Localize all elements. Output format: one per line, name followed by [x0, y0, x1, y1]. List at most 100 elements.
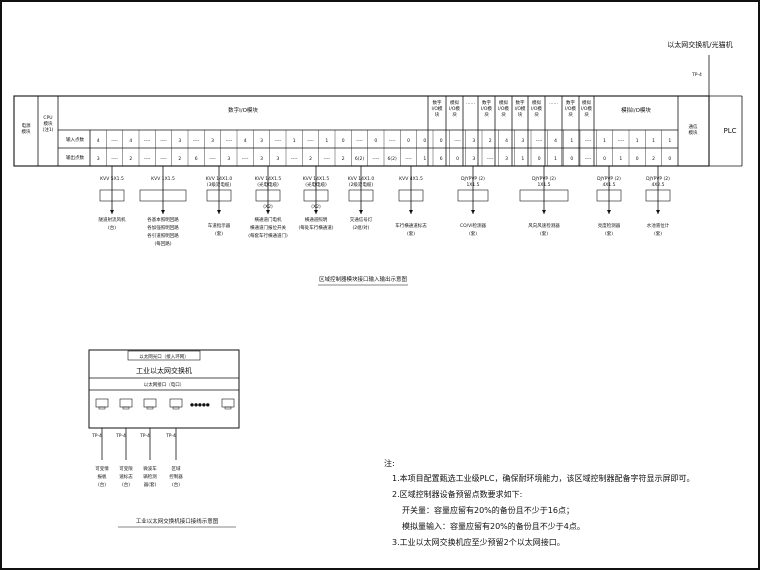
cable-arrow — [656, 210, 660, 214]
ethernet-port-tab — [122, 406, 130, 410]
switch-cable-label: TP-4 — [91, 433, 102, 439]
ethernet-port — [169, 398, 183, 408]
uplink-cable-label: TP-4 — [691, 72, 702, 78]
output-count-cell: ---- — [160, 157, 167, 162]
output-count-cell: 6 — [195, 156, 198, 162]
input-count-cell: 4 — [129, 138, 132, 144]
switch-device-label: 可变情报板(台) — [95, 465, 109, 488]
cable-spec-label: KVV 14X1.5(光电电缆) — [255, 176, 282, 188]
note-line-5: 3.工业以太网交换机应至少预留2个以太网接口。 — [392, 538, 565, 547]
ethernet-port — [95, 398, 109, 408]
field-device-label: CO/VI检测器(套) — [460, 222, 487, 237]
cable-spec-label: KVV 14X1.0(2级双电缆) — [348, 176, 375, 188]
input-count-cell: 1 — [603, 138, 606, 144]
cable-bundle-oval — [303, 189, 329, 202]
module-header: …… — [466, 101, 475, 106]
output-count-cell: 6 — [440, 156, 443, 162]
input-count-cell: 3 — [260, 138, 263, 144]
input-count-cell: 0 — [342, 138, 345, 144]
output-count-cell: ---- — [324, 157, 331, 162]
input-count-cell: 0 — [440, 138, 443, 144]
input-count-cell: ---- — [226, 139, 233, 144]
input-count-cell: 1 — [668, 138, 671, 144]
field-device-label: 风向风速检测器(套) — [528, 222, 560, 237]
cable-bundle-oval — [99, 189, 125, 202]
row-label-output: 输出点数 — [66, 154, 84, 161]
ethernet-port-tab — [224, 406, 232, 410]
output-count-cell: 2 — [309, 156, 312, 162]
cable-spec-label: DJYPVP (2)1X1.5 — [532, 176, 556, 188]
cable-spec-label: KVV 1X1.5 — [151, 176, 175, 182]
input-count-cell: 4 — [505, 138, 508, 144]
output-count-cell: 3 — [97, 156, 100, 162]
output-count-cell: ---- — [585, 157, 592, 162]
switch-diagram: 以太网光口（接入环网）工业以太网交换机以太网接口（电口）●●●●●TP-4可变情… — [88, 349, 240, 528]
output-count-cell: 2 — [129, 156, 132, 162]
note-line-2: 2.区域控制器设备预留点数要求如下: — [392, 490, 523, 499]
ethernet-port — [143, 398, 157, 408]
output-count-cell: 3 — [227, 156, 230, 162]
cable-bundle-oval — [519, 189, 569, 202]
field-device-label: 各基本照明回路各加强照明回路各引道照明回路(每回路) — [147, 216, 179, 247]
cable-spec-label: DJYPVP (2)4X2.5 — [646, 176, 670, 188]
switch-cable-label: TP-4 — [115, 433, 126, 439]
input-count-cell: 3 — [211, 138, 214, 144]
cable-arrow — [110, 210, 114, 214]
input-count-cell: 3 — [472, 138, 475, 144]
input-count-cell: ---- — [193, 139, 200, 144]
output-count-cell: ---- — [144, 157, 151, 162]
note-line-4: 模拟量输入：容量应留有20%的备份且不少于4点。 — [402, 522, 585, 531]
diagram1-title: 区域控制器模块接口输入输出示意图 — [319, 275, 408, 283]
output-count-cell: 3 — [505, 156, 508, 162]
input-count-cell: 4 — [97, 138, 100, 144]
ethernet-port-tab — [172, 406, 180, 410]
cable-arrow — [471, 210, 475, 214]
input-count-cell: ---- — [356, 139, 363, 144]
multiplier-label: (X2) — [311, 204, 321, 210]
output-count-cell: 2 — [652, 156, 655, 162]
input-count-cell: ---- — [275, 139, 282, 144]
output-count-cell: 0 — [636, 156, 639, 162]
cable-spec-label: KVV 14X1.5(光电电缆) — [303, 176, 330, 188]
cable-bundle-oval — [596, 189, 622, 202]
output-count-cell: 1 — [423, 156, 426, 162]
input-count-cell: 1 — [325, 138, 328, 144]
input-count-cell: ---- — [111, 139, 118, 144]
cable-spec-label: DJYPVP (2)4X1.5 — [597, 176, 621, 188]
cable-arrow — [266, 210, 270, 214]
rack-outline — [13, 95, 710, 167]
switch-device-label: 区域控制器(台) — [169, 465, 183, 488]
switch-top-label: 以太网光口（接入环网） — [139, 353, 189, 360]
output-count-cell: ---- — [291, 157, 298, 162]
note-line-1: 1.本项目配置甄选工业级PLC，确保耐环境能力，该区域控制器配备字符显示屏即可。 — [392, 474, 695, 483]
cable-arrow — [161, 210, 165, 214]
output-count-cell: 0 — [538, 156, 541, 162]
output-count-cell: 0 — [456, 156, 459, 162]
cable-arrow — [409, 210, 413, 214]
output-count-cell: ---- — [242, 157, 249, 162]
output-count-cell: 0 — [570, 156, 573, 162]
input-count-cell: 2 — [489, 138, 492, 144]
input-count-cell: ---- — [536, 139, 543, 144]
input-count-cell: 1 — [636, 138, 639, 144]
cable-arrow — [217, 210, 221, 214]
multiplier-label: (X2) — [263, 204, 273, 210]
input-count-cell: ---- — [307, 139, 314, 144]
top-switch-label: 以太网交换机/光猫机 — [667, 40, 732, 49]
output-count-cell: ---- — [111, 157, 118, 162]
more-ports-dots: ●●●●● — [190, 403, 210, 408]
cable-spec-label: DJYPVP (2)1X1.5 — [461, 176, 485, 188]
output-count-cell: 3 — [276, 156, 279, 162]
ethernet-port-tab — [146, 406, 154, 410]
input-count-cell: 0 — [423, 138, 426, 144]
cable-arrow — [359, 210, 363, 214]
output-count-cell: 3 — [472, 156, 475, 162]
analog-io-header: 模拟I/O模块 — [621, 106, 651, 114]
